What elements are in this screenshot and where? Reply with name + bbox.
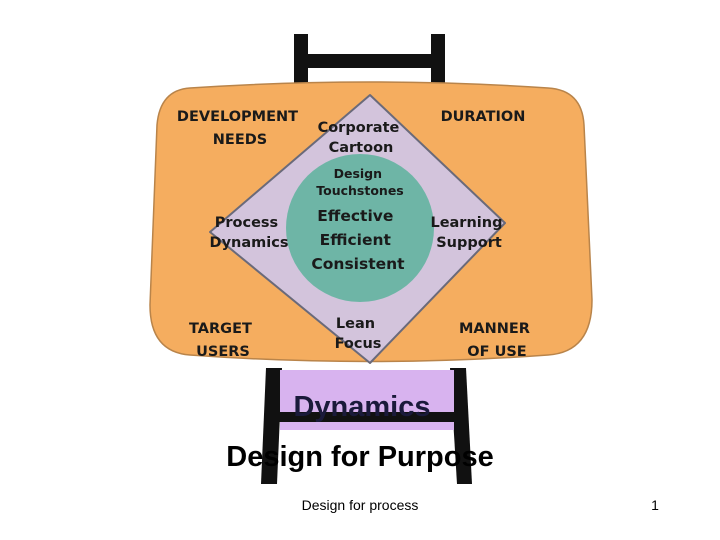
circle-values: Effective Efficient Consistent	[311, 207, 405, 273]
easel-left-leg	[261, 368, 282, 484]
diamond-bottom-label: Lean Focus	[335, 316, 382, 352]
easel-crossbar	[276, 412, 456, 422]
footer-text: Design for process	[301, 497, 419, 513]
page-number: 1	[651, 497, 659, 513]
diamond-right-label: Learning Support	[430, 215, 507, 251]
corner-top-right-label: DURATION	[441, 109, 526, 125]
center-circle	[286, 154, 434, 302]
easel-right-leg	[450, 368, 472, 484]
easel-label: Dynamics	[293, 391, 430, 423]
corner-bottom-right-label: MANNER OF USE	[459, 321, 535, 360]
easel-top-bar	[296, 54, 442, 68]
corner-bottom-left-label: TARGET USERS	[189, 321, 257, 360]
slide-title: Design for Purpose	[226, 441, 494, 473]
easel-frame	[261, 34, 472, 484]
diamond-top-label: Corporate Cartoon	[318, 120, 405, 156]
circle-heading: Design Touchstones	[316, 166, 403, 198]
corner-top-left-label: DEVELOPMENT NEEDS	[177, 109, 303, 148]
diamond-left-label: Process Dynamics	[210, 215, 289, 251]
